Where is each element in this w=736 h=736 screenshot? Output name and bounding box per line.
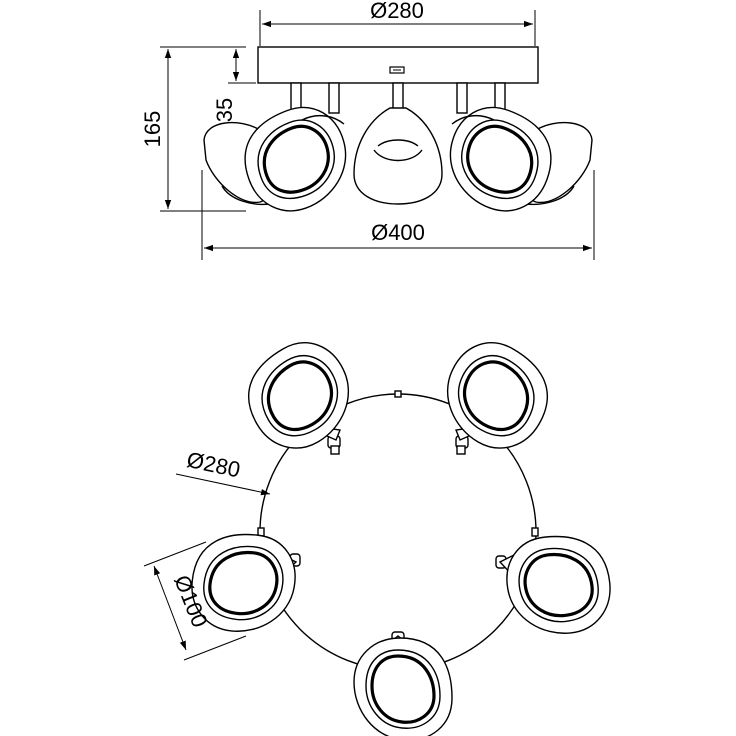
- label-total-height: 165: [140, 111, 165, 148]
- label-bottom-diameter: Ø400: [371, 220, 425, 245]
- top-spot-bottom: [352, 631, 454, 736]
- side-view: Ø280: [140, 0, 595, 260]
- side-spot-inner-right: [433, 94, 567, 225]
- top-view: Ø280 Ø100: [143, 326, 617, 736]
- top-spot-right: [495, 529, 617, 641]
- dimension-plate-diameter: Ø280: [175, 447, 271, 496]
- dimension-plate-height: 35: [212, 49, 256, 122]
- top-spot-upper-left: [229, 326, 371, 466]
- side-spot-center: [353, 107, 443, 205]
- top-spot-left: [185, 527, 301, 639]
- ceiling-plate: [257, 46, 539, 84]
- top-spot-upper-right: [425, 326, 567, 466]
- dimension-bottom-diameter: Ø400: [201, 170, 595, 260]
- mounting-points: [257, 390, 539, 537]
- label-plate-diameter: Ø280: [185, 447, 243, 483]
- dimension-top-diameter: Ø280: [259, 0, 536, 46]
- side-spot-inner-left: [229, 94, 363, 225]
- dimension-total-height: 165: [140, 46, 246, 212]
- label-plate-height: 35: [212, 98, 237, 122]
- label-top-diameter: Ø280: [370, 0, 424, 23]
